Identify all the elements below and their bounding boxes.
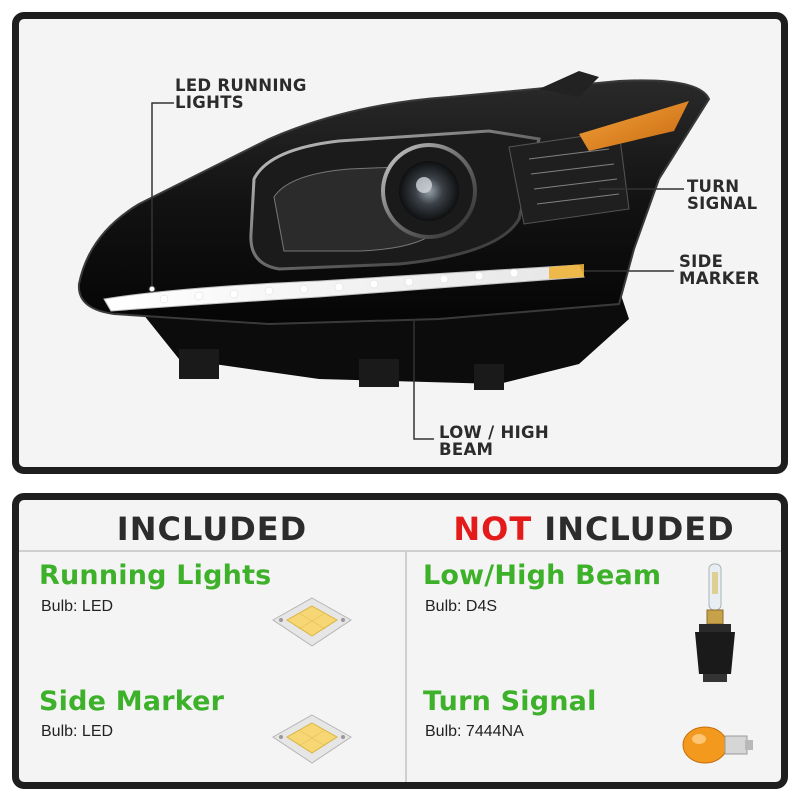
item-bulb-turn-signal: Bulb: 7444NA	[425, 723, 524, 740]
item-title-side-marker: Side Marker	[39, 686, 225, 717]
callout-turn-signal: TURN SIGNAL	[687, 178, 757, 212]
callout-line: MARKER	[679, 269, 760, 288]
not-word: NOT	[453, 510, 533, 548]
callout-line: LED RUNNING	[175, 76, 307, 95]
not-included-header: NOT INCLUDED	[407, 510, 781, 550]
item-bulb-low-high-beam: Bulb: D4S	[425, 598, 498, 615]
item-title-low-high-beam: Low/High Beam	[423, 560, 662, 591]
callout-line: LOW / HIGH	[439, 423, 549, 442]
item-title-running-lights: Running Lights	[39, 560, 272, 591]
hid-bulb-icon	[695, 563, 735, 682]
callout-low-high-beam: LOW / HIGH BEAM	[439, 424, 549, 458]
callout-side-marker: SIDE MARKER	[679, 253, 759, 287]
led-chip-icon	[272, 597, 352, 647]
not-included-header-text: INCLUDED	[544, 510, 735, 548]
headlight-illustration	[77, 71, 711, 440]
header-divider	[19, 550, 781, 552]
column-divider	[405, 550, 407, 782]
callout-line: SIGNAL	[687, 194, 758, 213]
bulb-info-panel: INCLUDED NOT INCLUDED Running Lights Bul…	[12, 493, 788, 789]
included-header: INCLUDED	[19, 510, 405, 550]
callout-line: TURN	[687, 177, 740, 196]
item-bulb-side-marker: Bulb: LED	[41, 723, 114, 740]
callout-line: LIGHTS	[175, 93, 244, 112]
headlight-diagram-panel: LED RUNNING LIGHTS TURN SIGNAL SIDE MARK…	[12, 12, 788, 474]
item-title-turn-signal: Turn Signal	[423, 686, 597, 717]
callout-line: SIDE	[679, 252, 724, 271]
callout-line: BEAM	[439, 440, 494, 459]
item-bulb-running-lights: Bulb: LED	[41, 598, 114, 615]
included-header-text: INCLUDED	[116, 510, 308, 548]
led-chip-icon	[272, 714, 352, 764]
callout-led-running-lights: LED RUNNING LIGHTS	[175, 77, 307, 111]
amber-bulb-icon	[682, 726, 753, 764]
